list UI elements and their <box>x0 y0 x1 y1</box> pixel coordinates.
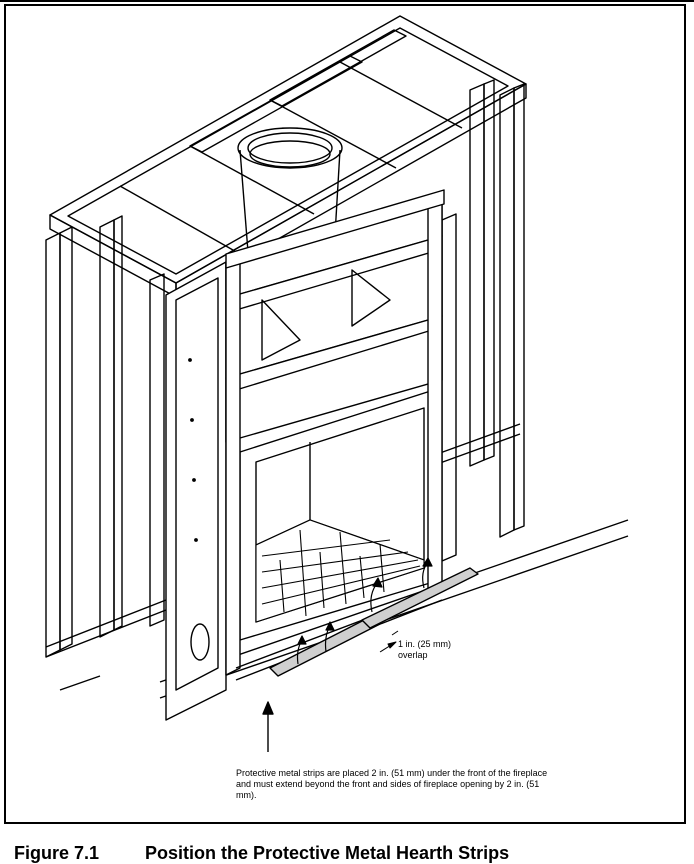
overlap-dimension <box>379 630 399 653</box>
left-wall-studs <box>45 215 167 658</box>
refractory-brick-floor <box>255 519 425 623</box>
fireplace-framing-illustration <box>45 15 629 752</box>
figure-caption: Figure 7.1 Position the Protective Metal … <box>14 843 509 864</box>
overlap-callout: 1 in. (25 mm) overlap <box>398 639 498 661</box>
overlap-callout-line2: overlap <box>398 650 428 660</box>
right-wall-studs <box>439 79 525 562</box>
front-framing-posts <box>225 189 445 681</box>
hearth-strip-note: Protective metal strips are placed 2 in.… <box>236 768 548 800</box>
figure-number: Figure 7.1 <box>14 843 100 863</box>
firebox-side-panel <box>165 261 227 721</box>
figure-title: Position the Protective Metal Hearth Str… <box>145 843 510 863</box>
insertion-arrows <box>296 557 433 665</box>
top-rule <box>0 0 694 2</box>
note-leader-arrow <box>262 701 274 752</box>
figure-frame <box>4 4 686 824</box>
overlap-callout-line1: 1 in. (25 mm) <box>398 639 452 649</box>
